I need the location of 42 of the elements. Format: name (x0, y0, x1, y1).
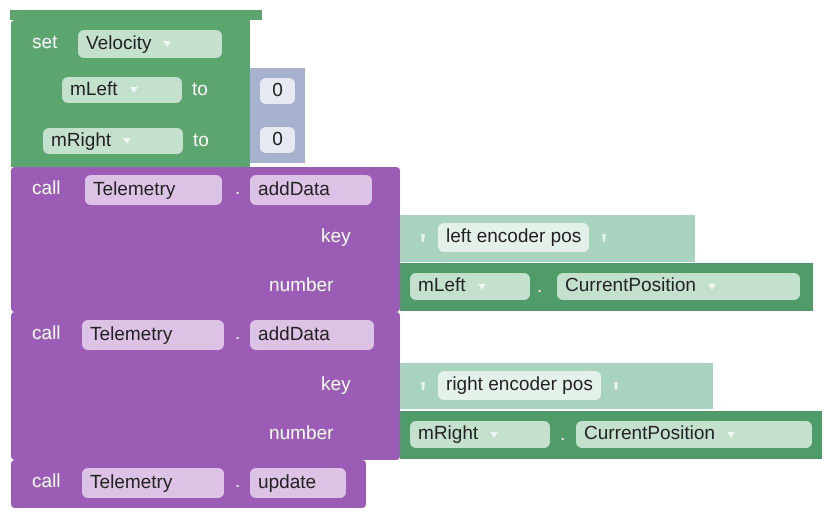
dropdown: CurrentPosition (576, 421, 812, 448)
dropdown: mLeft (410, 273, 530, 300)
dot-separator: . (235, 177, 240, 201)
dropdown: CurrentPosition (557, 273, 800, 300)
text-field: left encoder pos (438, 223, 590, 252)
name-field: Telemetry (85, 175, 222, 205)
dropdown: mLeft (62, 77, 182, 103)
number-field: 0 (260, 78, 295, 104)
keyword-label: to (193, 129, 209, 153)
keyword-label: to (192, 78, 208, 102)
call-block (11, 460, 366, 508)
name-field: addData (250, 175, 372, 205)
keyword-label: number (269, 274, 334, 298)
call-block (11, 167, 400, 312)
keyword-label: key (321, 373, 351, 397)
dot-separator: . (235, 322, 240, 346)
set-block (11, 20, 250, 167)
text-field: right encoder pos (438, 371, 601, 400)
number-field: 0 (260, 127, 295, 153)
keyword-label: call (32, 470, 61, 494)
keyword-label: call (32, 322, 61, 346)
name-field: Telemetry (82, 320, 224, 350)
number-block (250, 68, 305, 117)
dropdown: mRight (410, 421, 550, 448)
keyword-label: number (269, 422, 334, 446)
dropdown: mRight (43, 128, 183, 154)
keyword-label: key (321, 225, 351, 249)
block-edge (10, 10, 262, 20)
text-block (400, 215, 695, 262)
getter-block (400, 411, 822, 459)
dropdown: Velocity (78, 30, 222, 58)
dot-separator: . (537, 275, 542, 299)
name-field: Telemetry (82, 468, 224, 498)
dot-separator: . (560, 423, 566, 447)
number-block (250, 117, 305, 163)
name-field: update (250, 468, 346, 498)
keyword-label: set (32, 31, 58, 55)
getter-block (400, 263, 813, 311)
name-field: addData (250, 320, 374, 350)
dot-separator: . (235, 470, 240, 494)
keyword-label: call (32, 177, 61, 201)
text-block (400, 363, 713, 409)
